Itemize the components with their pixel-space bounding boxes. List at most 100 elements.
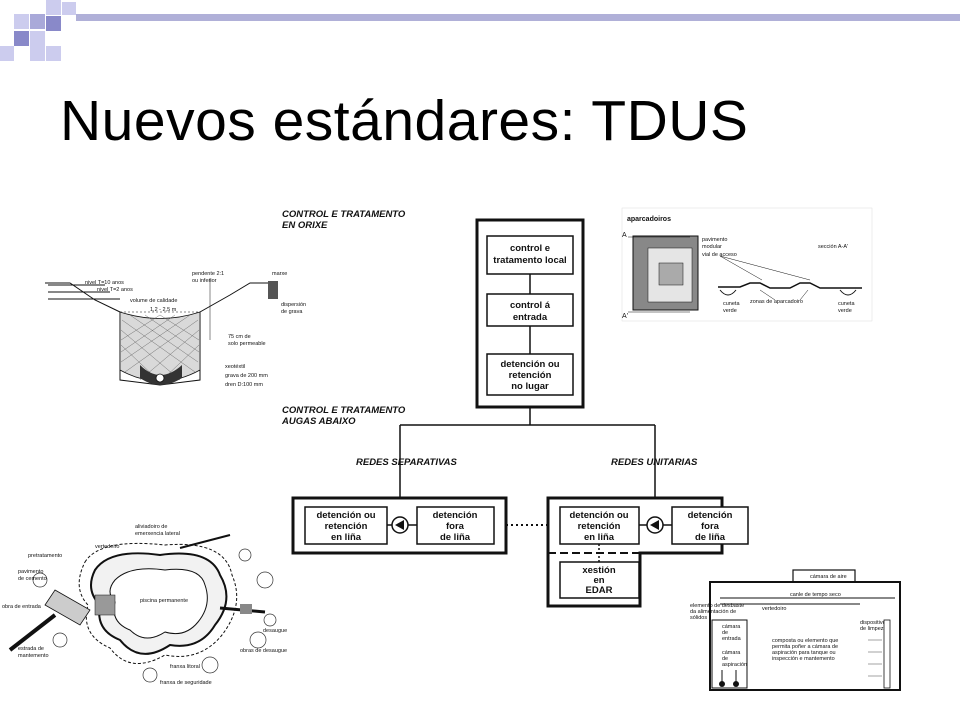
uni-box-fora [671,506,749,545]
box-control-entrada [486,293,574,327]
parking-a-bottom: A' [622,313,628,320]
sep-box-fora-l2: fora [446,521,465,532]
parking-pavimento-l1: pavimento [702,237,727,243]
pond-piscina: piscina permanente [140,598,188,604]
box-detencion-lugar [486,353,574,396]
parking-cuneta-right-l2: verde [838,308,852,314]
pond-estrada-l2: mantemento [18,653,49,659]
parking-vial: vial de acceso [702,252,737,258]
corner-square-8 [30,46,45,61]
pond-estrada-l1: estrada de [18,646,44,652]
title-rule [76,14,960,21]
swale-xeotextil: xeotéxtil [225,364,245,370]
parking-zonas: zonas de aparcadoiro [750,299,803,305]
tank-camara-entrada-l1: cámara [722,624,741,630]
pond-aliviadoiro-l1: aliviadoiro de [135,524,167,530]
swale-dren: dren D:100 mm [225,382,263,388]
parking-cuneta-left-l2: verde [723,308,737,314]
redes-separativas-label: REDES SEPARATIVAS [356,457,457,468]
pond-verteden: vertedeiro [95,544,119,550]
parking-a-top: A [622,232,627,239]
tank-camara-aspiracion-l1: cámara [722,650,741,656]
tank-camara-aire: cámara de aire [810,574,847,580]
parking-diagram: aparcadoiros A A' pavimento modular vial… [621,207,873,322]
tank-camara-entrada-l3: entrada [722,636,742,642]
flow-chart: CONTROL E TRATAMENTO EN ORIXE control e … [281,209,749,608]
header-orixe-line2: EN ORIXE [282,220,328,231]
header-abaixo-line1: CONTROL E TRATAMENTO [282,405,406,416]
swale-grava-l1: dispersión [281,302,306,308]
uni-box-linea-l1: detención ou [569,510,628,521]
xestion-l1: xestión [582,565,615,576]
box-control-entrada-l2: entrada [513,312,548,323]
swale-nivel2: nivel T=2 anos [97,287,133,293]
swale-marxe: marxe [272,271,287,277]
corner-square-5 [30,31,45,46]
pond-pretratamento: pretratamento [28,553,62,559]
box-detencion-lugar-l3: no lugar [511,381,549,392]
tank-dispositivo-l1: dispositivo [860,620,886,626]
header-abaixo-line2: AUGAS ABAIXO [281,416,356,427]
redes-unitarias-label: REDES UNITARIAS [611,457,698,468]
xestion-l2: en [593,575,604,586]
pond-franxa-seguridade: franxa de seguridade [160,680,212,686]
box-control-local-l1: control e [510,243,550,254]
pond-franxa-litoral: franxa litoral [170,664,200,670]
swale-solo-l1: 75 cm de [228,334,251,340]
sep-box-linea-l1: detención ou [316,510,375,521]
tank-camara-aspiracion-l3: aspiración [722,662,747,668]
parking-pavimento-l2: modular [702,244,722,250]
sep-box-linea-l2: retención [325,521,368,532]
pond-desaugue: desaugue [263,628,287,634]
box-control-local [486,235,574,275]
swale-section: nivel T=10 anos nivel T=2 anos volume de… [37,270,306,390]
swale-width: 1,2 - 2,5 m [150,307,177,313]
tank-desc-l3: aspiración para tanque ou [772,650,836,656]
tank-vertedoiro: vertedoiro [762,606,786,612]
tank-desc-l4: inspección e mantemento [772,656,835,662]
tank-diagram: cámara de aire canle de tempo seco verte… [667,565,940,695]
uni-box-fora-l3: de liña [695,532,726,543]
corner-square-6 [14,31,29,46]
corner-square-3 [46,0,61,15]
sep-box-linea-l3: en liña [331,532,362,543]
uni-box-linea-l2: retención [578,521,621,532]
tank-elemento-l3: sólidos [690,615,707,621]
uni-box-linea-l3: en liña [584,532,615,543]
tank-dispositivo-l2: de limpeza [860,626,888,632]
swale-grava-l2: de grava [281,309,303,315]
swale-nivel10: nivel T=10 anos [85,280,124,286]
tank-desc-l1: composta ou elemento que [772,638,838,644]
swale-solo-l2: solo permeable [228,341,266,347]
corner-square-9 [46,46,61,61]
pond-pavimento-l1: pavimento [18,569,43,575]
box-detencion-lugar-l2: retención [509,370,552,381]
pond-pavimento-l2: de cemento [18,576,47,582]
sep-box-fora-l3: de liña [440,532,471,543]
header-orixe-line1: CONTROL E TRATAMENTO [282,209,406,220]
swale-grava200: grava de 200 mm [225,373,268,379]
sep-box-linea [304,506,388,545]
uni-box-linea [559,506,640,545]
parking-cuneta-right-l1: cuneta [838,301,855,307]
corner-square-10 [62,2,76,15]
box-control-entrada-l1: control á [510,300,551,311]
swale-pendente-l1: pendente 2:1 [192,271,224,277]
pond-aliviadoiro-l2: emerxencia lateral [135,531,180,537]
swale-volume: volume de calidade [130,298,177,304]
corner-square-2 [30,14,45,29]
box-detencion-lugar-l1: detención ou [500,359,559,370]
tank-canle: canle de tempo seco [790,592,841,598]
tank-camara-aspiracion-l2: de [722,656,728,662]
parking-cuneta-left-l1: cuneta [723,301,740,307]
box-xestion-edar [559,561,640,599]
pond-obra-entrada: obra de entrada [2,604,42,610]
corner-square-1 [14,14,29,29]
corner-square-4 [46,16,61,31]
page-title: Nuevos estándares: TDUS [60,89,749,153]
tank-elemento-l1: elemento de desbaste [690,603,744,609]
uni-box-fora-l2: fora [701,521,720,532]
parking-title: aparcadoiros [627,216,671,223]
pond-obras-desaugue: obras de desaugue [240,648,287,654]
